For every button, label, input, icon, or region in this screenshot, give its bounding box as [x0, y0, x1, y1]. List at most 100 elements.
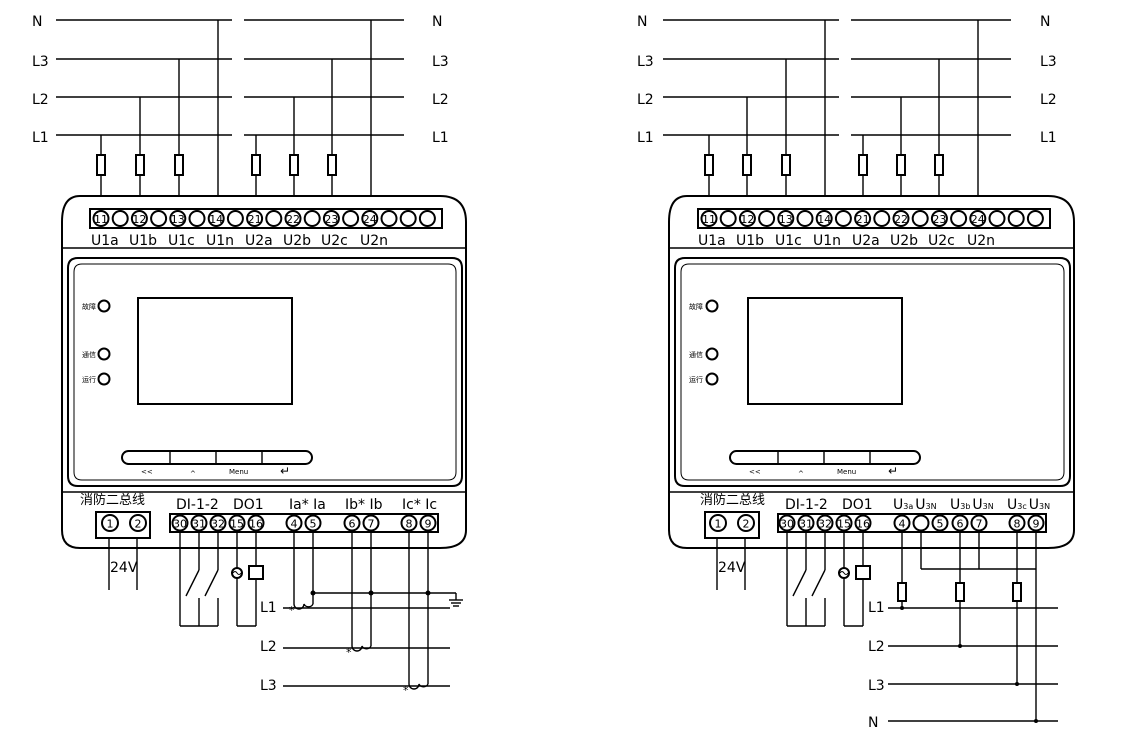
fuse — [704, 154, 714, 176]
terminal-screw — [343, 514, 361, 532]
terminal-screw — [700, 210, 718, 227]
terminal-number: 5 — [310, 518, 317, 531]
label-u1b: U1b — [736, 233, 764, 249]
voltage-labels: U1a U1b U1c U1n U2a U2b U2c U2n — [91, 233, 388, 249]
run-led-icon — [97, 372, 111, 386]
left-wiring-diagram: N L3 L2 L1 N L3 L2 L1 — [32, 14, 467, 697]
button-back[interactable]: << — [749, 468, 761, 476]
terminal-screw — [111, 210, 129, 227]
terminal-number: 14 — [209, 213, 223, 226]
line-label-n-right: N — [432, 14, 442, 30]
line-label-l2-right: L2 — [1040, 92, 1057, 108]
terminal-screw — [911, 210, 929, 227]
terminal-number: 23 — [324, 213, 338, 226]
terminal-number: 24 — [363, 213, 377, 226]
button-enter[interactable]: ↵ — [280, 464, 290, 478]
phase-n-label: N — [868, 715, 878, 731]
terminal-screw — [892, 210, 910, 227]
terminal-number: 12 — [740, 213, 754, 226]
terminal-screw — [1008, 514, 1026, 532]
line-label-n: N — [32, 14, 42, 30]
terminal-screw — [246, 210, 264, 227]
do-label: DO1 — [233, 497, 264, 513]
button-up[interactable]: ^ — [190, 470, 196, 478]
terminal-number: 5 — [937, 518, 944, 531]
label-u1a: U1a — [698, 233, 726, 249]
button-menu[interactable]: Menu — [229, 468, 248, 476]
terminal-screw — [247, 514, 265, 532]
fuse — [858, 154, 868, 176]
relay-coil-icon — [855, 565, 871, 580]
fault-led-icon — [705, 299, 719, 313]
terminal-number: 15 — [837, 518, 851, 531]
external-wiring: 24V L1 L2 — [716, 532, 1058, 731]
button-menu[interactable]: Menu — [837, 468, 856, 476]
line-label-l1: L1 — [32, 130, 49, 146]
line-label-n-right: N — [1040, 14, 1050, 30]
label-u2b: U2b — [283, 233, 311, 249]
fuse — [1012, 582, 1022, 602]
terminal-screw — [797, 514, 815, 532]
terminal-number: 16 — [856, 518, 870, 531]
terminal-screw — [399, 210, 417, 227]
terminal-screw — [816, 514, 834, 532]
terminal-screw — [777, 210, 795, 227]
terminal-screw — [931, 514, 949, 532]
terminal-screw — [854, 514, 872, 532]
terminal-screw — [893, 514, 911, 532]
terminal-screw — [304, 514, 322, 532]
terminal-number: 11 — [702, 213, 716, 226]
terminal-number: 4 — [899, 518, 906, 531]
fuse — [897, 582, 907, 602]
terminal-screw — [362, 514, 380, 532]
terminal-screw — [129, 514, 147, 532]
terminal-number: 2 — [135, 518, 142, 531]
line-label-l3: L3 — [637, 54, 654, 70]
phase-l1-label: L1 — [868, 600, 885, 616]
terminal-screw — [419, 514, 437, 532]
svg-text:*: * — [289, 604, 295, 617]
fuse — [251, 154, 261, 176]
terminal-number: 9 — [1033, 518, 1040, 531]
svg-text:*: * — [346, 646, 352, 659]
terminal-screw — [969, 210, 987, 227]
terminal-screw — [169, 210, 187, 227]
line-label-l1-right: L1 — [1040, 130, 1057, 146]
terminal-screw — [285, 514, 303, 532]
terminal-number: 14 — [817, 213, 831, 226]
terminal-screw — [380, 210, 398, 227]
ia-label: Ia* Ia — [289, 497, 326, 513]
terminal-screw — [265, 210, 283, 227]
phase-l3-label: L3 — [868, 678, 885, 694]
terminal-screw — [342, 210, 360, 227]
label-u1c: U1c — [775, 233, 802, 249]
button-up[interactable]: ^ — [798, 470, 804, 478]
label-u2c: U2c — [928, 233, 955, 249]
terminal-screw — [418, 210, 436, 227]
fuse — [96, 154, 106, 176]
terminal-number: 8 — [1014, 518, 1021, 531]
power-bus-label: 消防二总线 — [80, 492, 145, 508]
button-enter[interactable]: ↵ — [888, 464, 898, 478]
button-back[interactable]: << — [141, 468, 153, 476]
label-u2a: U2a — [852, 233, 880, 249]
terminal-screw — [950, 210, 968, 227]
terminal-number: 22 — [286, 213, 300, 226]
fuse — [896, 154, 906, 176]
terminal-number: 22 — [894, 213, 908, 226]
fuse — [955, 582, 965, 602]
label-u2n: U2n — [967, 233, 995, 249]
terminal-screw — [190, 514, 208, 532]
line-label-l2: L2 — [32, 92, 49, 108]
terminal-screw — [737, 514, 755, 532]
comm-led-icon — [97, 347, 111, 361]
phase-l2-label: L2 — [260, 639, 277, 655]
